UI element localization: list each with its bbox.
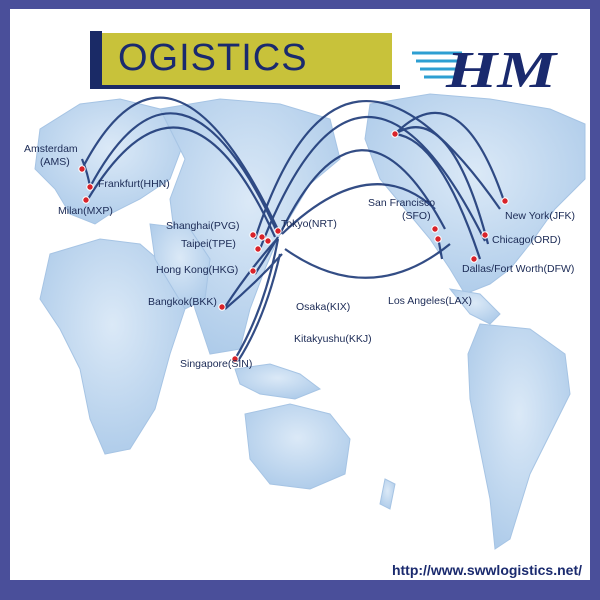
city-label-ams-code: (AMS) [40, 156, 70, 168]
route-pvg-jfk [253, 100, 501, 240]
city-label-sin: Singapore(SIN) [180, 358, 252, 370]
route-nrt-lax-loop [284, 243, 451, 279]
route-tpe-ord [258, 115, 486, 250]
route-sin-nrt [234, 238, 280, 360]
indonesia-landmass [234, 363, 322, 400]
city-label-kkj: Kitakyushu(KKJ) [294, 333, 372, 345]
city-marker-jfk [501, 197, 509, 205]
city-marker-pvg [249, 231, 257, 239]
city-label-mxp: Milan(MXP) [58, 205, 113, 217]
city-label-pvg: Shanghai(PVG) [166, 220, 240, 232]
route-nrt-sfo [279, 149, 446, 235]
city-marker-kkj [258, 233, 266, 241]
australia-landmass [244, 403, 351, 490]
route-sfo-jfk [394, 111, 507, 205]
route-ams-nrt [81, 96, 281, 235]
banner-background [102, 33, 392, 85]
city-marker-dfw [470, 255, 478, 263]
india-landmass [149, 223, 211, 310]
logo-letters: HM [445, 42, 559, 97]
city-labels: Amsterdam (AMS) Frankfurt(HHN) Milan(MXP… [24, 143, 575, 370]
route-sfo-dfw [394, 132, 482, 260]
city-marker-sfo2 [431, 225, 439, 233]
website-url: http://www.swwlogistics.net/ [391, 562, 582, 578]
city-label-bkk: Bangkok(BKK) [148, 296, 217, 308]
new-zealand-landmass [379, 478, 396, 510]
central-america-landmass [448, 288, 501, 325]
city-marker-ord [481, 231, 489, 239]
city-label-sfo: San Francisco [368, 197, 435, 209]
city-label-tpe: Taipei(TPE) [181, 238, 236, 250]
south-america-landmass [467, 323, 571, 550]
city-label-ord: Chicago(ORD) [492, 234, 561, 246]
continents [34, 93, 586, 550]
city-marker-hkg [249, 267, 257, 275]
city-label-nrt: Tokyo(NRT) [281, 218, 337, 230]
route-hhn-nrt [89, 112, 280, 235]
europe-landmass [34, 98, 186, 225]
city-marker-sfo [391, 130, 399, 138]
company-logo: HM [412, 42, 559, 97]
logo-speed-lines [412, 51, 462, 79]
city-label-ams: Amsterdam [24, 143, 78, 155]
city-label-dfw: Dallas/Fort Worth(DFW) [462, 263, 574, 275]
city-label-sfo-code: (SFO) [402, 210, 431, 222]
city-label-hkg: Hong Kong(HKG) [156, 264, 238, 276]
city-marker-hhn [86, 183, 94, 191]
city-marker-sin [231, 355, 239, 363]
city-label-jfk: New York(JFK) [505, 210, 575, 222]
banner-left-bar [90, 31, 102, 89]
city-marker-bkk [218, 303, 226, 311]
city-marker-nrt [274, 227, 282, 235]
map-panel: Amsterdam (AMS) Frankfurt(HHN) Milan(MXP… [10, 9, 590, 580]
route-sin-kix [237, 253, 282, 362]
city-label-lax: Los Angeles(LAX) [388, 295, 472, 307]
city-markers [78, 130, 509, 363]
city-marker-lax [434, 235, 442, 243]
route-sfo-ord [394, 126, 490, 245]
world-route-map: Amsterdam (AMS) Frankfurt(HHN) Milan(MXP… [24, 93, 586, 550]
route-mxp-nrt [87, 126, 277, 238]
city-label-hhn: Frankfurt(HHN) [98, 178, 170, 190]
banner-underline [90, 85, 400, 89]
city-marker-kix [264, 237, 272, 245]
city-label-kix: Osaka(KIX) [296, 301, 350, 313]
africa-landmass [39, 238, 186, 455]
banner-title: OGISTICS [118, 37, 308, 79]
flight-routes [80, 96, 507, 362]
route-bkk-kix [224, 253, 283, 310]
route-nrt-sfo-upper [281, 183, 436, 235]
city-marker-tpe [254, 245, 262, 253]
city-marker-mxp [82, 196, 90, 204]
city-marker-ams [78, 165, 86, 173]
